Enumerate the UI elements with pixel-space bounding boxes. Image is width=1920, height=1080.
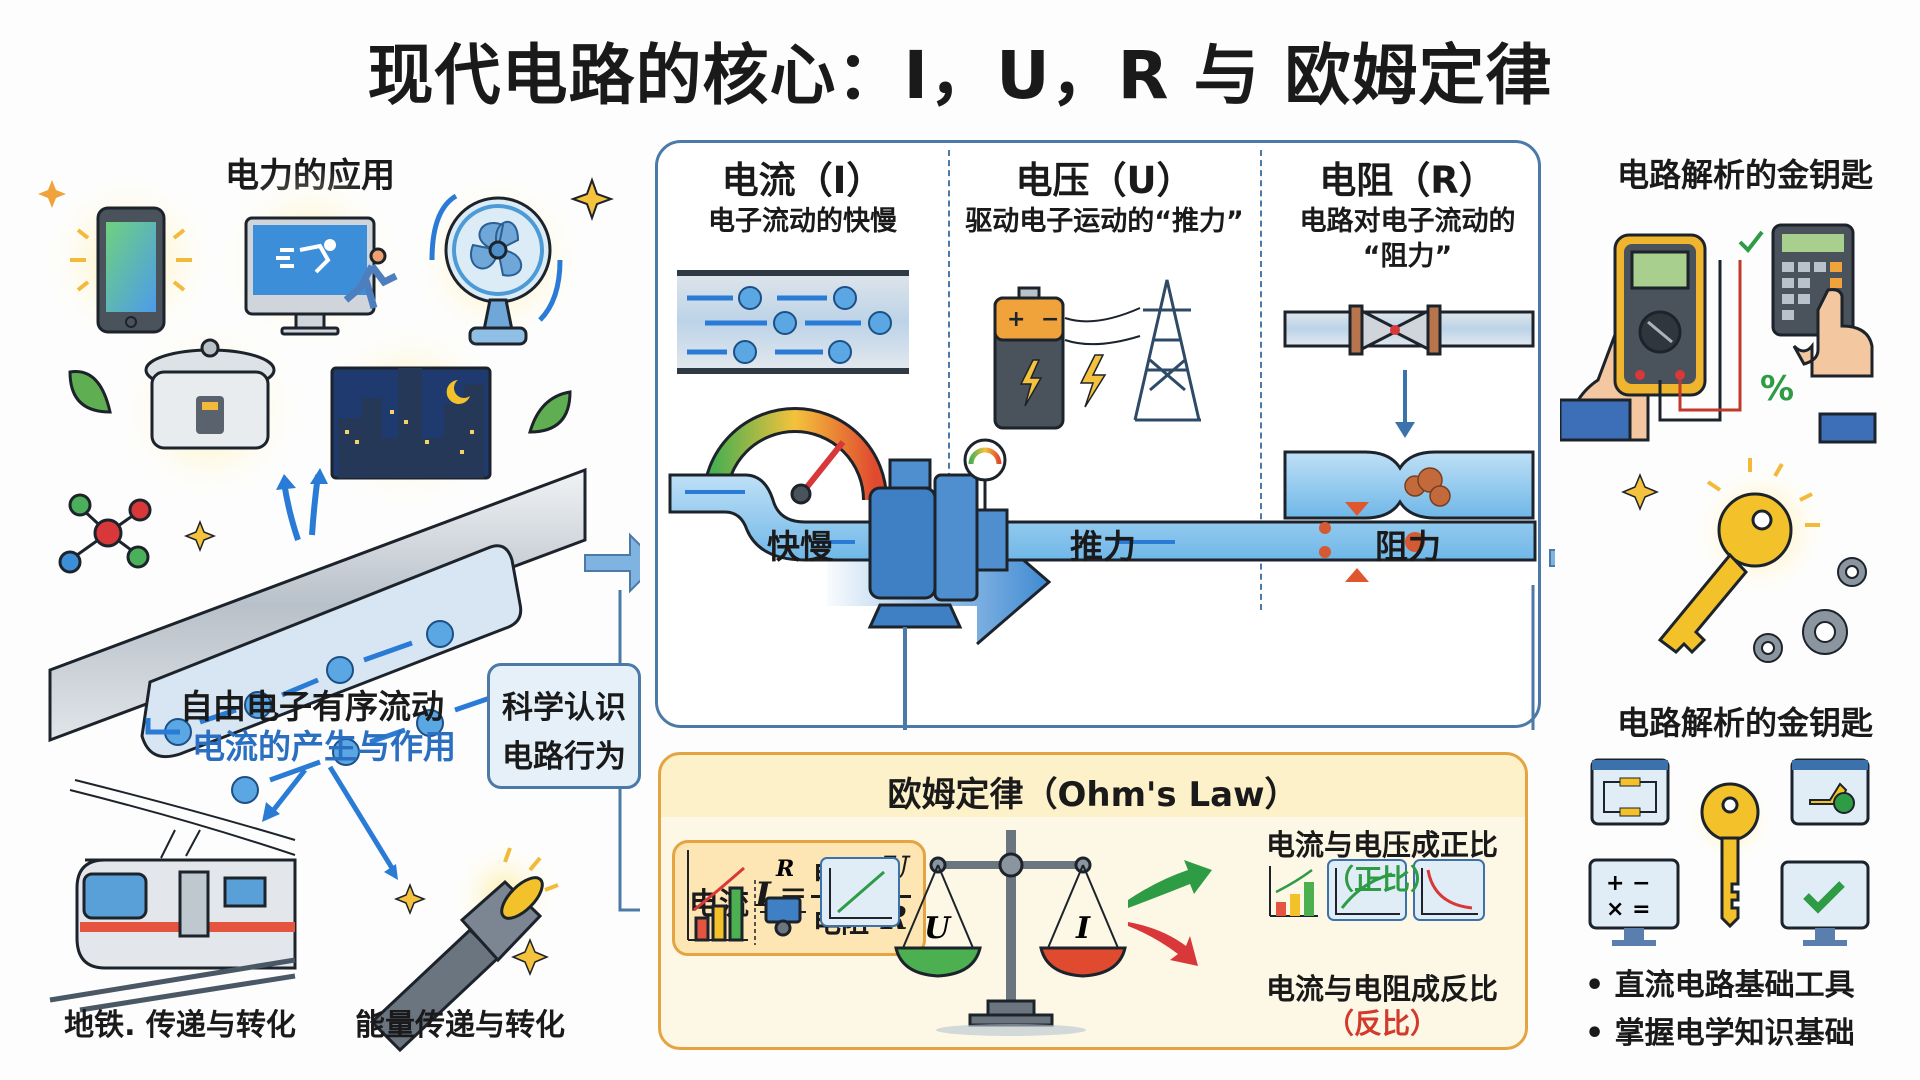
lightning-icon xyxy=(1079,354,1107,408)
small-golden-key-icon xyxy=(1685,775,1775,929)
decrease-arrow-icon xyxy=(1128,922,1198,966)
sparkle-icon xyxy=(183,519,217,553)
flashlight-label: 能量传递与转化 xyxy=(355,1008,565,1043)
leaf-icon xyxy=(68,370,112,414)
battery-icon: + − xyxy=(993,286,1107,430)
sparkle-icon xyxy=(1621,473,1659,511)
golden-key-heading-bottom: 电路解析的金钥匙 xyxy=(1616,704,1873,742)
direct-proportion-tag: （正比） xyxy=(1325,863,1438,896)
scale-left-label: U xyxy=(924,911,952,946)
scale-right-label: I xyxy=(1075,911,1091,946)
circuit-window-icon xyxy=(1590,758,1670,826)
caption-main: 自由电子有序流动 xyxy=(180,687,444,726)
resistance-label: 阻力 xyxy=(1375,527,1441,566)
multimeter-icon xyxy=(1560,233,1742,442)
voltage-title: 电压（U） xyxy=(1015,159,1194,202)
electrons xyxy=(164,620,454,804)
clogged-pipe-icon xyxy=(1283,450,1535,520)
check-icon xyxy=(1738,230,1764,254)
calculator-icon xyxy=(1771,223,1877,444)
resistor-label: R xyxy=(775,856,794,882)
voltage-label: 推力 xyxy=(1070,527,1136,566)
molecule-icon xyxy=(58,493,152,574)
electron-flow-tube xyxy=(677,270,909,374)
computer-runner-icon xyxy=(215,165,405,355)
train-label: 地铁. 传递与转化 xyxy=(64,1008,296,1043)
night-city-icon xyxy=(310,315,510,515)
sparkle-icon xyxy=(511,938,549,976)
bullet-item: • 掌握电学知识基础 xyxy=(1585,1016,1855,1051)
gear-icon xyxy=(1753,557,1867,663)
leaf-icon xyxy=(528,390,572,434)
golden-key-illustration: % + − xyxy=(1560,223,1877,946)
mini-bar-chart-icon xyxy=(1269,866,1318,917)
iur-panel xyxy=(655,140,1541,728)
sparkle-icon xyxy=(570,177,614,221)
sparkle-icon xyxy=(38,180,66,208)
direct-proportion-text: 电流与电压成正比 xyxy=(1265,828,1498,862)
check-monitor-icon xyxy=(1780,860,1870,946)
gear-window-icon xyxy=(1790,758,1870,826)
caption-sub: 电流的产生与作用 xyxy=(192,727,456,766)
math-monitor-icon: + − × = xyxy=(1588,858,1680,946)
inverse-proportion-tag: （反比） xyxy=(1325,1007,1438,1040)
subway-train-icon xyxy=(49,779,297,1013)
insight-bubble: 科学认识 电路行为 xyxy=(487,663,641,789)
voltage-subtitle: 驱动电子运动的“推力” xyxy=(965,206,1244,237)
electron-arrows xyxy=(199,640,491,783)
mini-bar-chart-icon xyxy=(687,850,748,942)
flow-arrow-icon xyxy=(1549,549,1555,567)
electric-fan-icon xyxy=(408,170,588,350)
column-divider xyxy=(948,150,950,610)
current-subtitle: 电子流动的快慢 xyxy=(708,206,897,237)
sparkle-icon xyxy=(393,882,427,916)
ohms-law-formula: 电流 I = 电压 U 电阻 R xyxy=(672,840,926,956)
resistance-subtitle-2: “阻力” xyxy=(1362,241,1453,272)
rice-cooker-icon xyxy=(115,315,305,505)
power-tower-icon xyxy=(1064,279,1201,422)
svg-text:× =: × = xyxy=(1606,897,1651,922)
constricted-pipe-icon xyxy=(1283,304,1535,438)
smartphone-icon xyxy=(40,170,220,350)
bullet-item: • 直流电路基础工具 xyxy=(1585,968,1855,1003)
inverse-proportion-text: 电流与电阻成反比 xyxy=(1265,972,1498,1006)
electron-pipe xyxy=(48,467,587,759)
resistor-icon: R xyxy=(760,856,806,937)
key-bullet-list: • 直流电路基础工具 • 掌握电学知识基础 xyxy=(1585,960,1915,1052)
applications-illustration xyxy=(38,165,640,1053)
caption-arrow-icon xyxy=(145,718,180,735)
water-pump-icon xyxy=(867,438,1009,629)
flow-arrow-icon xyxy=(584,532,640,594)
inverse-graph-icon xyxy=(1413,859,1485,921)
linear-graph-icon xyxy=(820,857,900,927)
bubble-line-1: 科学认识 xyxy=(502,690,626,726)
resistance-title: 电阻（R） xyxy=(1319,159,1496,202)
balance-scale-icon: U I xyxy=(894,830,1127,1036)
increase-arrow-icon xyxy=(1128,860,1212,908)
svg-text:+ −: + − xyxy=(1606,871,1651,896)
resistance-subtitle: 电路对电子流动的 xyxy=(1299,206,1516,237)
ohms-law-illustration: R U I xyxy=(687,830,1485,1036)
percent-icon: % xyxy=(1760,369,1794,409)
battery-plus: + xyxy=(1007,307,1025,332)
bubble-line-2: 电路行为 xyxy=(502,739,626,775)
golden-key-heading-top: 电路解析的金钥匙 xyxy=(1616,156,1873,194)
flashlight-icon xyxy=(369,840,560,1053)
golden-key-icon xyxy=(1657,458,1830,655)
iur-illustration: + − xyxy=(668,270,1555,730)
bullet-text: 掌握电学知识基础 xyxy=(1614,1016,1855,1051)
column-divider xyxy=(1260,150,1262,610)
current-title: 电流（I） xyxy=(721,159,884,202)
page-title: 现代电路的核心：I，U，R 与 欧姆定律 xyxy=(367,37,1553,114)
current-label: 快慢 xyxy=(767,527,833,566)
proportional-graph-icon xyxy=(1327,859,1407,921)
ohms-law-heading: 欧姆定律（Ohm's Law） xyxy=(887,775,1299,815)
bullet-text: 直流电路基础工具 xyxy=(1614,968,1855,1003)
battery-minus: − xyxy=(1041,307,1059,332)
speedometer-icon xyxy=(702,407,888,505)
